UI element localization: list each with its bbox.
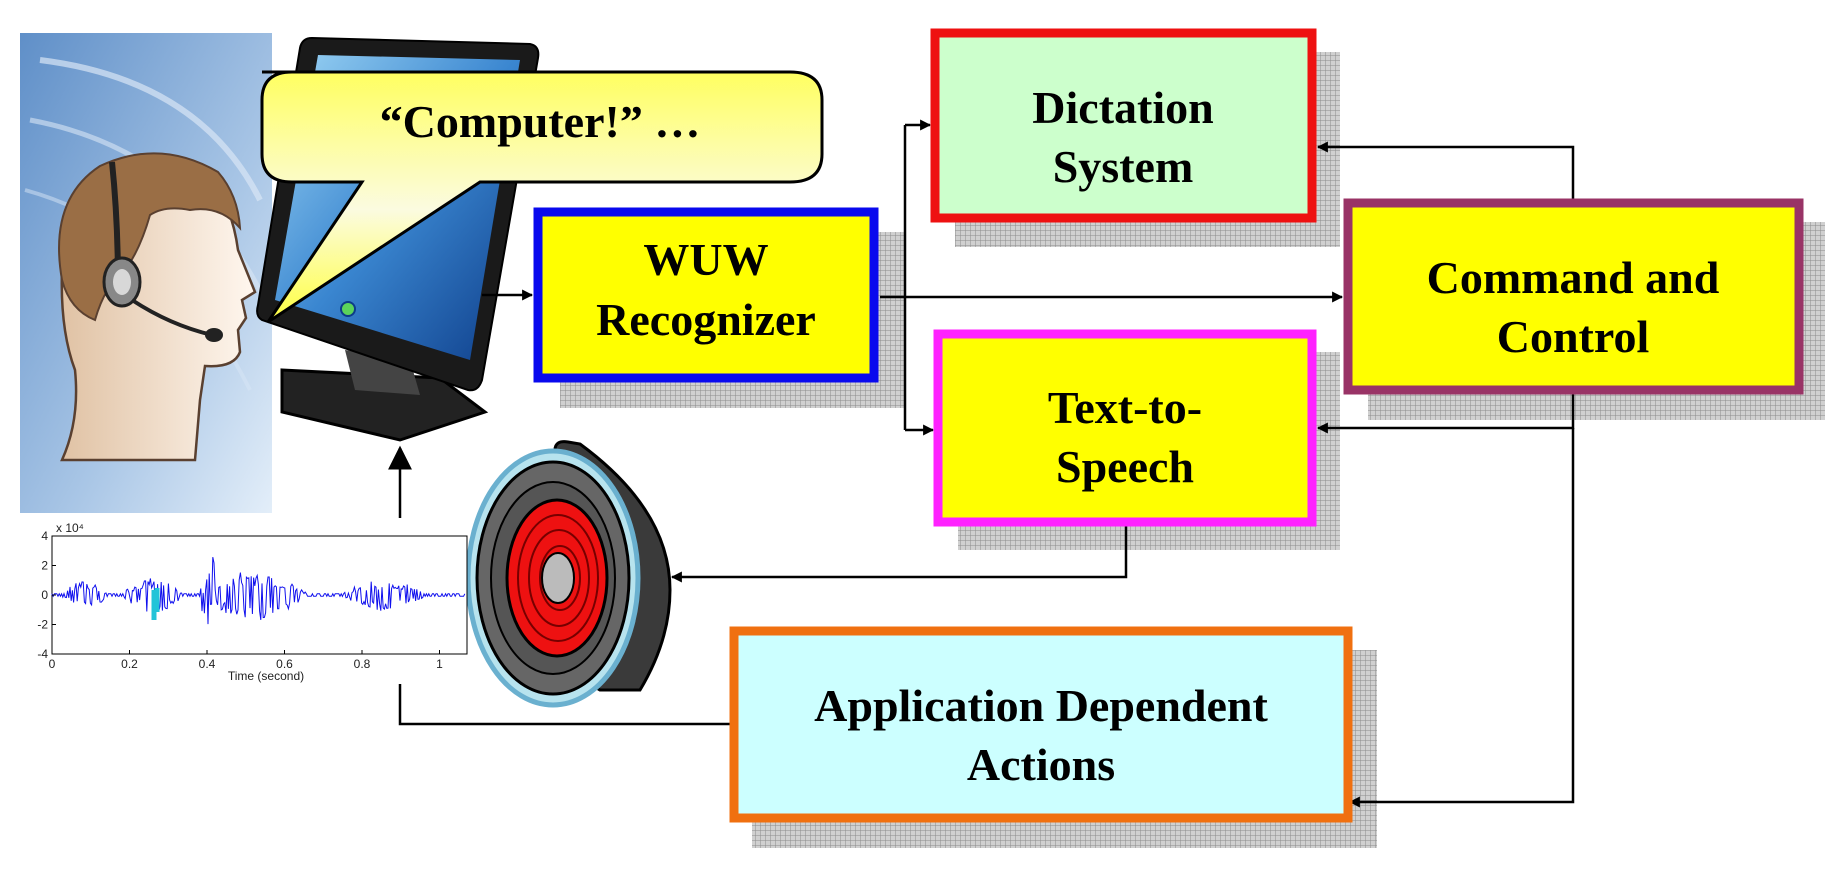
speech-bubble: “Computer!” … bbox=[260, 70, 824, 324]
waveform-xlabel: Time (second) bbox=[228, 669, 304, 683]
tts-box-line-2: Speech bbox=[1056, 441, 1194, 492]
arrow-command-to-dictation bbox=[1316, 141, 1575, 203]
wuw-recognizer-box: WUW Recognizer bbox=[533, 207, 879, 383]
arrow-tts-to-speaker bbox=[670, 525, 1128, 583]
audio-waveform-plot: 4 2 0 -2 -4 0 0.2 0.4 0.6 0.8 1 x 10⁴ Time (secon… bbox=[37, 521, 468, 683]
waveform-y-tick-label: 0 bbox=[41, 588, 48, 602]
command-box-line-1: Command and bbox=[1427, 252, 1720, 303]
waveform-x-tick-label: 0.4 bbox=[199, 657, 216, 671]
waveform-y-tick-label: -2 bbox=[37, 618, 48, 632]
dictation-system-box: Dictation System bbox=[930, 28, 1317, 223]
command-box-line-2: Control bbox=[1497, 311, 1650, 362]
actions-box-line-1: Application Dependent bbox=[814, 680, 1268, 731]
application-actions-box: Application Dependent Actions bbox=[729, 626, 1353, 823]
speech-bubble-text: “Computer!” … bbox=[380, 96, 701, 147]
command-control-box: Command and Control bbox=[1343, 198, 1804, 395]
person-headset-image bbox=[20, 33, 272, 513]
actions-box-line-2: Actions bbox=[967, 739, 1115, 790]
waveform-x-tick-label: 0 bbox=[49, 657, 56, 671]
wuw-box-line-2: Recognizer bbox=[596, 294, 816, 345]
text-to-speech-box: Text-to- Speech bbox=[933, 329, 1317, 527]
waveform-x-tick-label: 0.2 bbox=[121, 657, 138, 671]
speaker-image bbox=[465, 440, 672, 708]
wuw-box-line-1: WUW bbox=[643, 234, 768, 285]
dictation-box-line-1: Dictation bbox=[1032, 82, 1213, 133]
waveform-y-tick-label: -4 bbox=[37, 647, 48, 661]
waveform-x-tick-label: 0.8 bbox=[354, 657, 371, 671]
waveform-y-exponent: x 10⁴ bbox=[56, 521, 84, 535]
waveform-y-tick-label: 4 bbox=[41, 529, 48, 543]
waveform-x-tick-label: 1 bbox=[436, 657, 443, 671]
waveform-y-tick-label: 2 bbox=[41, 559, 48, 573]
tts-box-line-1: Text-to- bbox=[1048, 382, 1202, 433]
dictation-box-line-2: System bbox=[1053, 141, 1194, 192]
waveform-x-tick-label: 0.6 bbox=[276, 657, 293, 671]
waveform-signal bbox=[51, 556, 466, 625]
line-actions-to-user bbox=[398, 684, 732, 726]
arrow-command-to-actions bbox=[1348, 428, 1575, 808]
connectors bbox=[388, 119, 1575, 808]
